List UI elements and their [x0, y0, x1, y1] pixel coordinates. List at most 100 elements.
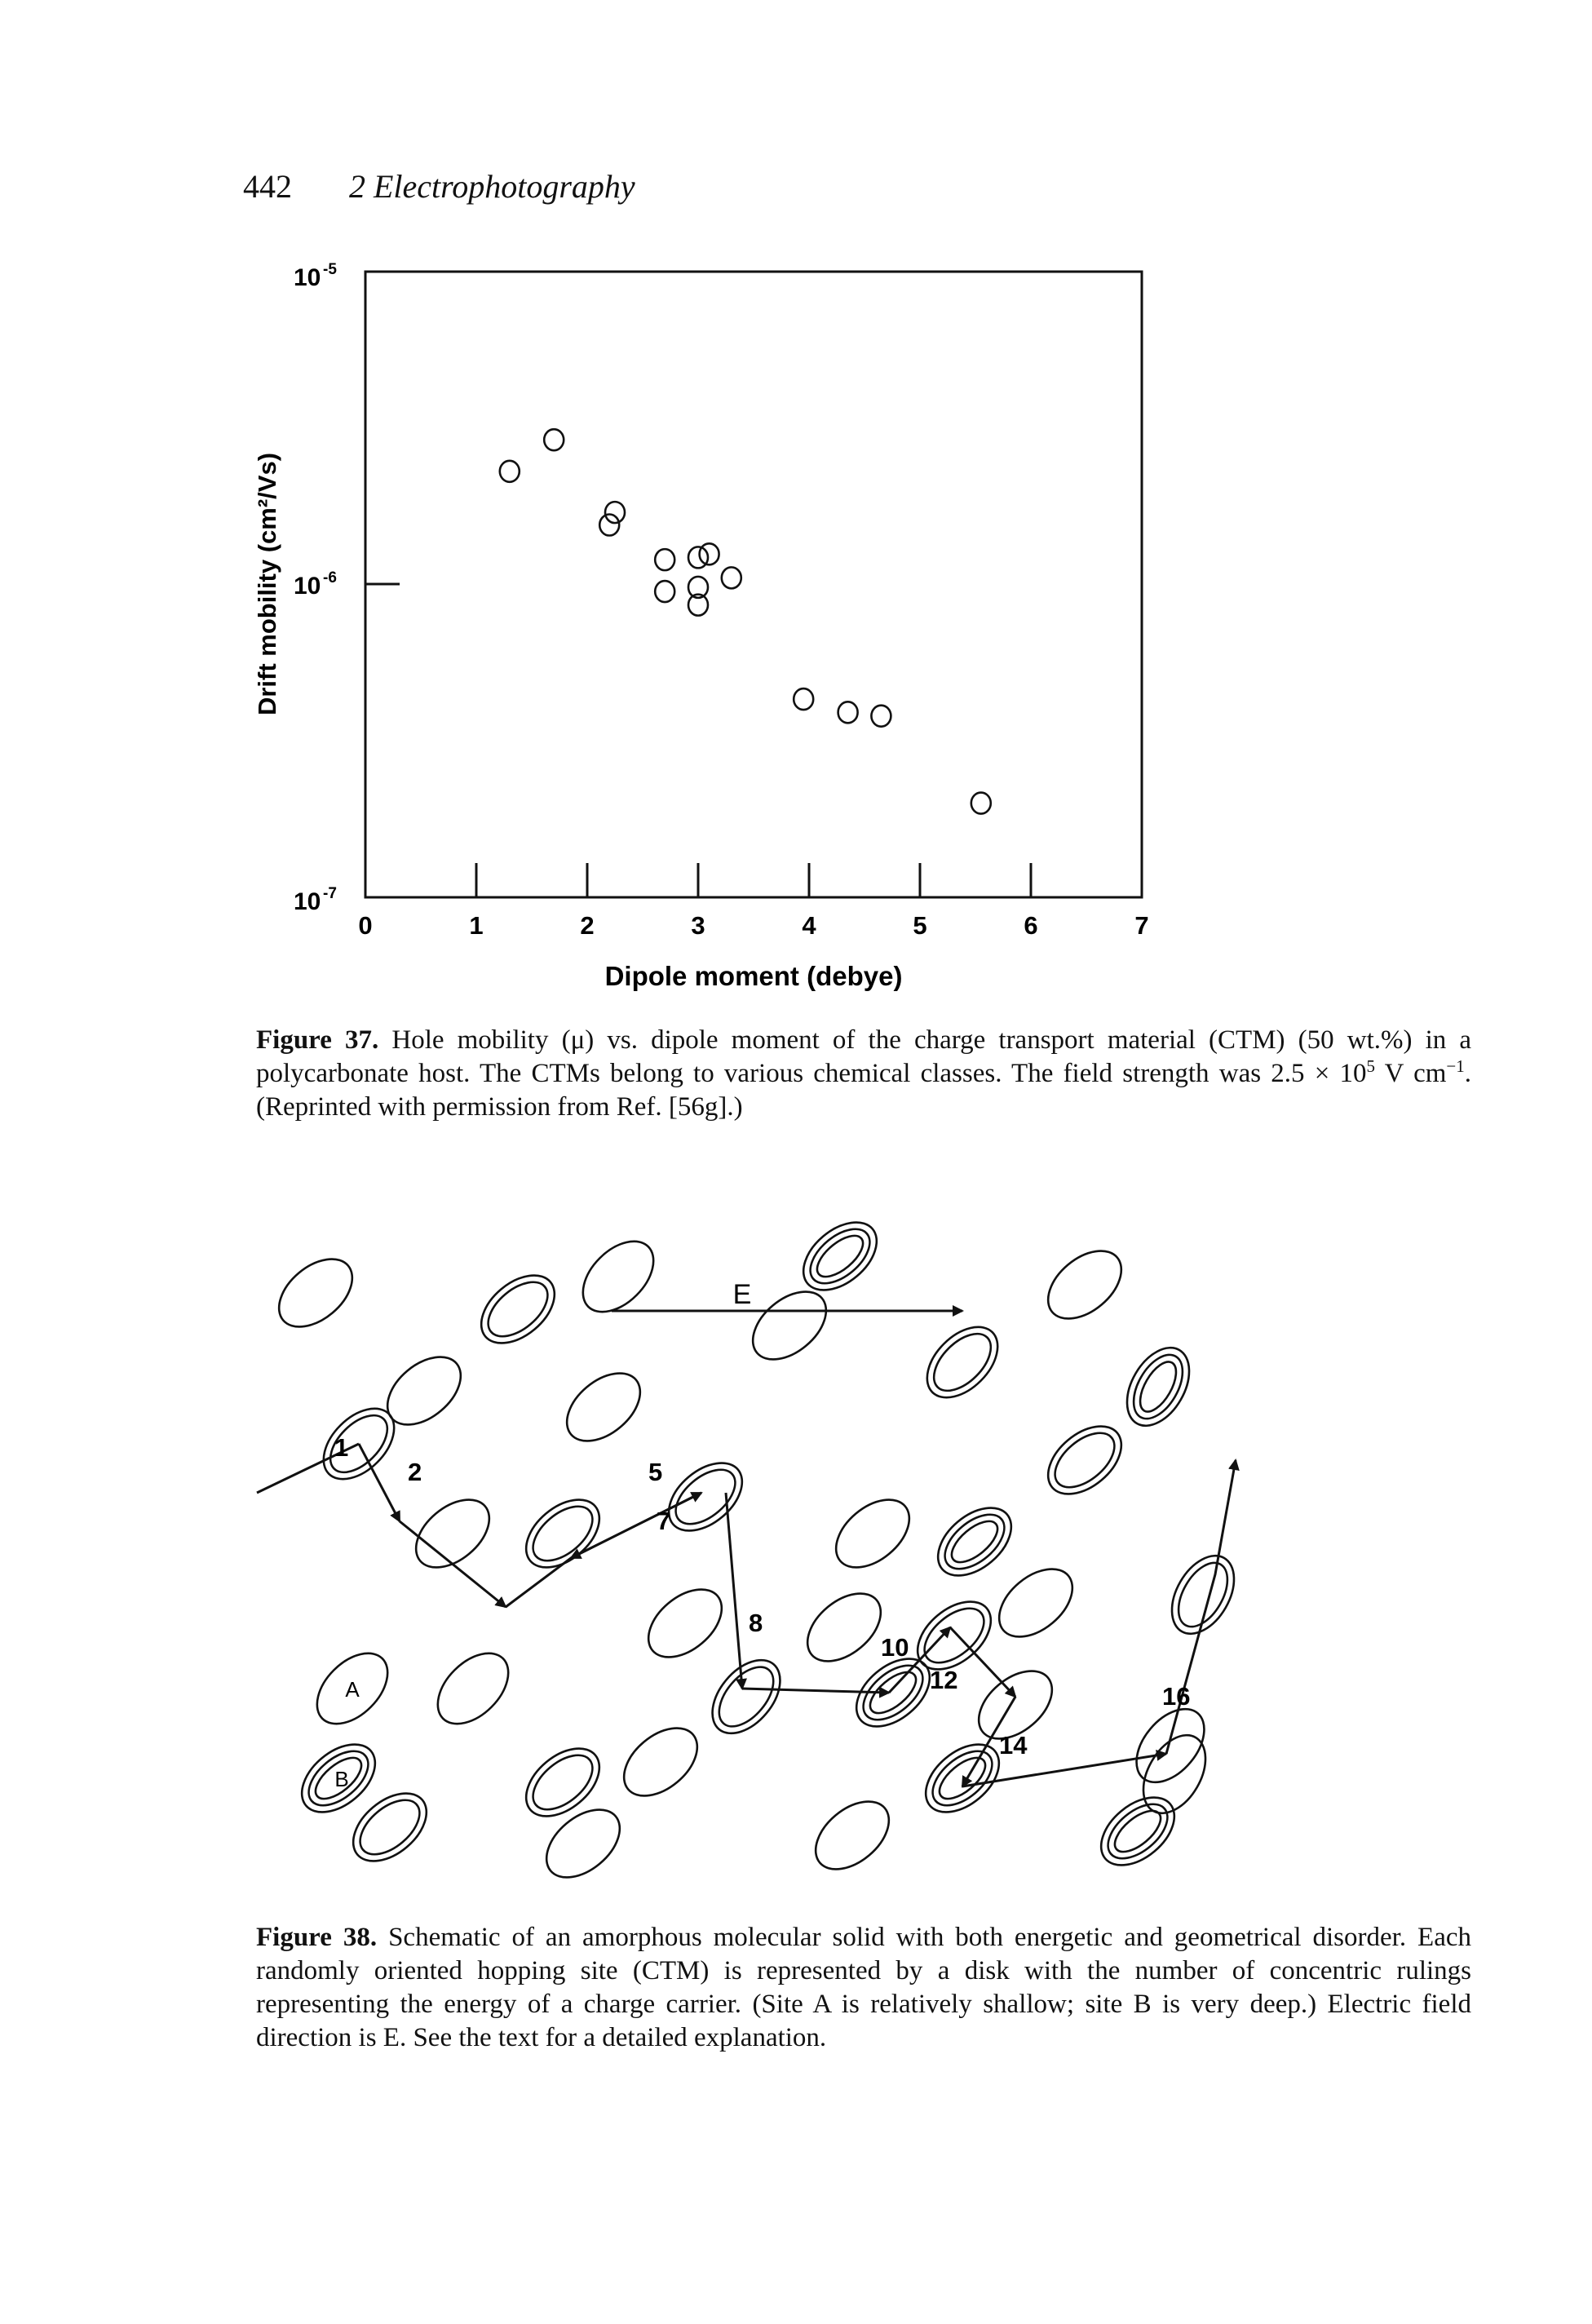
data-point — [837, 701, 859, 724]
hop-step-label: 12 — [930, 1666, 957, 1694]
svg-text:-5: -5 — [323, 261, 337, 278]
hopping-site — [582, 1240, 655, 1313]
x-axis-label: Dipole moment (debye) — [605, 961, 903, 991]
data-point — [870, 704, 892, 728]
x-tick-label: 0 — [358, 911, 372, 940]
hopping-sites — [277, 1221, 1236, 1879]
hop-step-label: 1 — [334, 1433, 348, 1462]
x-tick-label: 6 — [1024, 911, 1037, 940]
y-axis-label: Drift mobility (cm²/Vs) — [253, 453, 281, 715]
hopping-site — [711, 1658, 781, 1735]
figure-38-caption-text: Schematic of an amorphous molecular soli… — [256, 1923, 1471, 2052]
hopping-site — [1046, 1425, 1123, 1495]
x-tick-label: 5 — [913, 911, 926, 940]
hopping-site — [352, 1792, 428, 1862]
hopping-site — [436, 1652, 510, 1725]
data-point — [542, 427, 565, 452]
chart-layer: 0 1 2 3 4 5 6 7 — [358, 427, 1149, 940]
svg-text:10: 10 — [294, 264, 321, 291]
data-point — [792, 687, 815, 711]
hopping-site — [647, 1588, 723, 1658]
hopping-site — [1046, 1250, 1123, 1320]
hopping-site — [834, 1498, 911, 1569]
hopping-site — [414, 1498, 491, 1569]
chapter-title: 2 Electrophotography — [349, 168, 635, 205]
hopping-site — [977, 1670, 1054, 1740]
x-tick-label: 1 — [469, 911, 483, 940]
data-point — [653, 579, 676, 604]
hopping-site — [926, 1326, 999, 1399]
y-tick-label-bottom: 10 -7 — [294, 885, 337, 915]
x-tick-label: 4 — [802, 911, 816, 940]
x-tick-label: 3 — [691, 911, 705, 940]
hopping-site — [667, 1462, 744, 1532]
svg-text:10: 10 — [294, 573, 321, 600]
hop-step-label: 8 — [749, 1609, 763, 1637]
hopping-site — [622, 1727, 699, 1797]
hop-step-label: 2 — [408, 1458, 422, 1486]
data-point — [498, 459, 521, 484]
caption-exponent: 5 — [1366, 1056, 1376, 1076]
hopping-site — [480, 1274, 556, 1344]
hop-step-label: 16 — [1162, 1682, 1190, 1711]
figure-37-caption-text: Hole mobility (μ) vs. dipole moment of t… — [256, 1025, 1472, 1088]
hopping-site — [545, 1808, 621, 1879]
hopping-site — [751, 1290, 828, 1361]
hopping-site — [802, 1221, 878, 1291]
hopping-site — [1170, 1554, 1236, 1636]
hopping-site — [300, 1743, 377, 1813]
field-label: E — [733, 1279, 752, 1310]
hopping-site — [936, 1507, 1013, 1577]
figure-37-caption: Figure 37. Hole mobility (μ) vs. dipole … — [256, 1024, 1471, 1124]
data-point — [698, 542, 720, 566]
data-point — [598, 513, 621, 537]
hopping-site — [997, 1568, 1074, 1638]
hopping-site — [524, 1498, 601, 1569]
svg-text:-6: -6 — [323, 569, 337, 587]
svg-text:-7: -7 — [323, 885, 337, 902]
data-point — [720, 566, 743, 590]
site-a-label: A — [345, 1677, 360, 1702]
data-point — [970, 791, 993, 815]
x-tick-label: 2 — [580, 911, 594, 940]
hopping-site — [322, 1407, 396, 1481]
plot-frame — [364, 270, 1143, 899]
data-point — [687, 575, 710, 600]
figure-37-caption-text-3: . (Reprinted with permission from Ref. [… — [256, 1059, 1471, 1122]
figure-37-chart: 0 1 2 3 4 5 6 7 10 -5 10 -6 10 -7 Drift mobilit… — [253, 261, 1149, 991]
hopping-site — [806, 1592, 882, 1662]
hopping-site — [855, 1658, 931, 1728]
svg-text:10: 10 — [294, 888, 321, 915]
hopping-site — [924, 1743, 1001, 1813]
figure-38-label: Figure 38. — [256, 1923, 378, 1952]
data-point — [653, 547, 676, 572]
data-point — [604, 500, 626, 525]
site-b-label: B — [334, 1767, 348, 1791]
hopping-site — [1135, 1707, 1205, 1784]
hop-step-label: 14 — [999, 1731, 1028, 1760]
y-tick-label-top: 10 -5 — [294, 261, 337, 291]
hopping-site — [565, 1372, 642, 1442]
hop-step-label: 7 — [657, 1507, 670, 1535]
data-point — [687, 546, 710, 569]
hopping-site — [1125, 1346, 1191, 1428]
hop-step-label: 5 — [648, 1458, 662, 1486]
hopping-site — [386, 1356, 462, 1426]
figure-37-label: Figure 37. — [256, 1025, 379, 1055]
hopping-site — [814, 1800, 891, 1870]
caption-exponent-2: −1 — [1446, 1056, 1465, 1076]
figure-38-caption: Figure 38. Schematic of an amorphous mol… — [256, 1921, 1471, 2055]
hopping-site — [316, 1652, 389, 1725]
figure-37-caption-text-2: V cm — [1375, 1059, 1447, 1088]
x-tick-label: 7 — [1134, 911, 1148, 940]
data-point — [687, 593, 710, 617]
hopping-site — [277, 1258, 354, 1328]
running-head: 442 2 Electrophotography — [243, 167, 635, 206]
hopping-site — [1099, 1796, 1176, 1866]
page-number: 442 — [243, 168, 292, 205]
hop-path — [256, 1442, 1240, 1788]
hop-step-label: 10 — [881, 1633, 909, 1662]
y-tick-label-mid: 10 -6 — [294, 569, 337, 600]
